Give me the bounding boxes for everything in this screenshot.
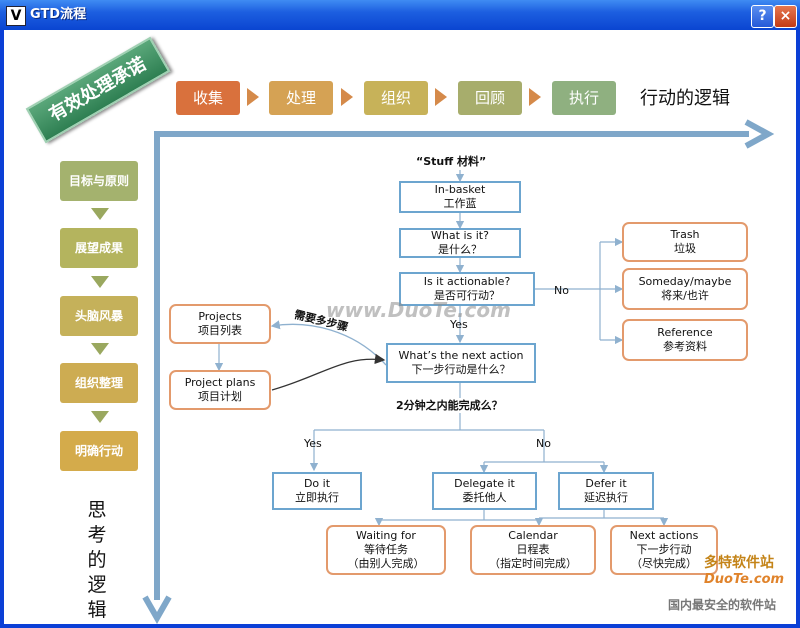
reference-box: Reference 参考资料 (622, 319, 748, 361)
calendar-note: （指定时间完成） (489, 557, 577, 570)
no-branch-label: No (536, 437, 551, 450)
yes-label: Yes (450, 318, 468, 331)
projects-en: Projects (198, 310, 242, 323)
next-actions-note: （尽快完成） (631, 557, 697, 570)
waiting-for-note: （由别人完成） (347, 557, 425, 570)
horizontal-axis-arrow (154, 119, 775, 149)
calendar-box: Calendar 日程表 （指定时间完成） (470, 525, 596, 575)
next-action-en: What’s the next action (398, 349, 524, 362)
calendar-zh: 日程表 (516, 543, 550, 556)
project-plans-zh: 项目计划 (198, 390, 242, 403)
delegate-en: Delegate it (454, 477, 515, 490)
next-actions-box: Next actions 下一步行动 （尽快完成） (610, 525, 718, 575)
diagram-canvas: 有效处理承诺 收集 处理 组织 回顾 执行 行动的逻辑 目标与原则 展望成果 头… (4, 30, 796, 624)
watermark-brand: 多特软件站 (704, 555, 774, 571)
someday-en: Someday/maybe (638, 275, 732, 288)
thinking-step-brainstorm: 头脑风暴 (60, 296, 138, 336)
delegate-box: Delegate it 委托他人 (432, 472, 537, 510)
down-arrow-icon (91, 208, 109, 220)
in-basket-en: In-basket (434, 183, 486, 196)
defer-zh: 延迟执行 (584, 491, 628, 504)
step-arrow-icon (247, 88, 259, 106)
defer-en: Defer it (585, 477, 627, 490)
in-basket-zh: 工作蓝 (443, 197, 477, 210)
action-step-review: 回顾 (458, 81, 522, 115)
thinking-logic-label: 思 考 的 逻 辑 (82, 498, 112, 623)
defer-box: Defer it 延迟执行 (558, 472, 654, 510)
action-step-organize: 组织 (364, 81, 428, 115)
down-arrow-icon (91, 411, 109, 423)
step-arrow-icon (435, 88, 447, 106)
watermark-brand-url: DuoTe.com (704, 572, 785, 587)
thinking-step-vision: 展望成果 (60, 228, 138, 268)
action-step-collect: 收集 (176, 81, 240, 115)
do-it-en: Do it (303, 477, 331, 490)
waiting-for-en: Waiting for (356, 529, 416, 542)
thinking-logic-char: 的 (87, 549, 107, 571)
calendar-en: Calendar (508, 529, 558, 542)
actionable-en: Is it actionable? (423, 275, 511, 288)
projects-zh: 项目列表 (198, 324, 242, 337)
next-actions-zh: 下一步行动 (636, 543, 692, 556)
watermark-site: www.DuoTe.com (326, 298, 511, 322)
next-actions-en: Next actions (629, 529, 699, 542)
next-action-box: What’s the next action 下一步行动是什么？ (386, 343, 536, 383)
thinking-step-goals: 目标与原则 (60, 161, 138, 201)
do-it-box: Do it 立即执行 (272, 472, 362, 510)
thinking-logic-char: 逻 (87, 574, 107, 596)
reference-en: Reference (657, 326, 713, 339)
close-button[interactable]: × (774, 5, 797, 28)
vertical-axis-arrow (142, 134, 172, 624)
action-step-execute: 执行 (552, 81, 616, 115)
thinking-logic-char: 辑 (87, 599, 107, 621)
trash-box: Trash 垃圾 (622, 222, 748, 262)
next-action-zh: 下一步行动是什么？ (411, 363, 511, 376)
title-bar[interactable]: V GTD流程 ? × (0, 0, 800, 30)
someday-box: Someday/maybe 将来/也许 (622, 268, 748, 310)
waiting-for-zh: 等待任务 (364, 543, 408, 556)
thinking-logic-char: 考 (87, 524, 107, 546)
app-icon: V (6, 6, 26, 26)
actionable-box: Is it actionable? 是否可行动？ (399, 272, 535, 306)
project-plans-box: Project plans 项目计划 (169, 370, 271, 410)
reference-zh: 参考资料 (663, 340, 707, 353)
stuff-label: “Stuff 材料” (416, 155, 487, 168)
trash-zh: 垃圾 (674, 242, 696, 255)
window-title: GTD流程 (30, 7, 87, 22)
two-minute-question: 2分钟之内能完成么？ (396, 399, 503, 412)
step-arrow-icon (529, 88, 541, 106)
projects-box: Projects 项目列表 (169, 304, 271, 344)
thinking-step-actions: 明确行动 (60, 431, 138, 471)
diagram-lines (142, 119, 775, 624)
what-is-it-en: What is it? (431, 229, 489, 242)
someday-zh: 将来/也许 (661, 289, 709, 302)
help-button[interactable]: ? (751, 5, 774, 28)
what-is-it-zh: 是什么？ (438, 243, 482, 256)
do-it-zh: 立即执行 (295, 491, 339, 504)
down-arrow-icon (91, 343, 109, 355)
waiting-for-box: Waiting for 等待任务 （由别人完成） (326, 525, 446, 575)
trash-en: Trash (670, 228, 700, 241)
actionable-zh: 是否可行动？ (434, 289, 500, 302)
project-plans-en: Project plans (184, 376, 256, 389)
down-arrow-icon (91, 276, 109, 288)
no-label: No (554, 284, 569, 297)
thinking-logic-char: 思 (87, 499, 107, 521)
action-logic-label: 行动的逻辑 (640, 88, 730, 109)
watermark-slogan: 国内最安全的软件站 (668, 598, 777, 612)
yes-branch-label: Yes (304, 437, 322, 450)
thinking-step-organize: 组织整理 (60, 363, 138, 403)
action-step-process: 处理 (269, 81, 333, 115)
in-basket-box: In-basket 工作蓝 (399, 181, 521, 213)
step-arrow-icon (341, 88, 353, 106)
delegate-zh: 委托他人 (462, 491, 507, 504)
what-is-it-box: What is it? 是什么？ (399, 228, 521, 258)
